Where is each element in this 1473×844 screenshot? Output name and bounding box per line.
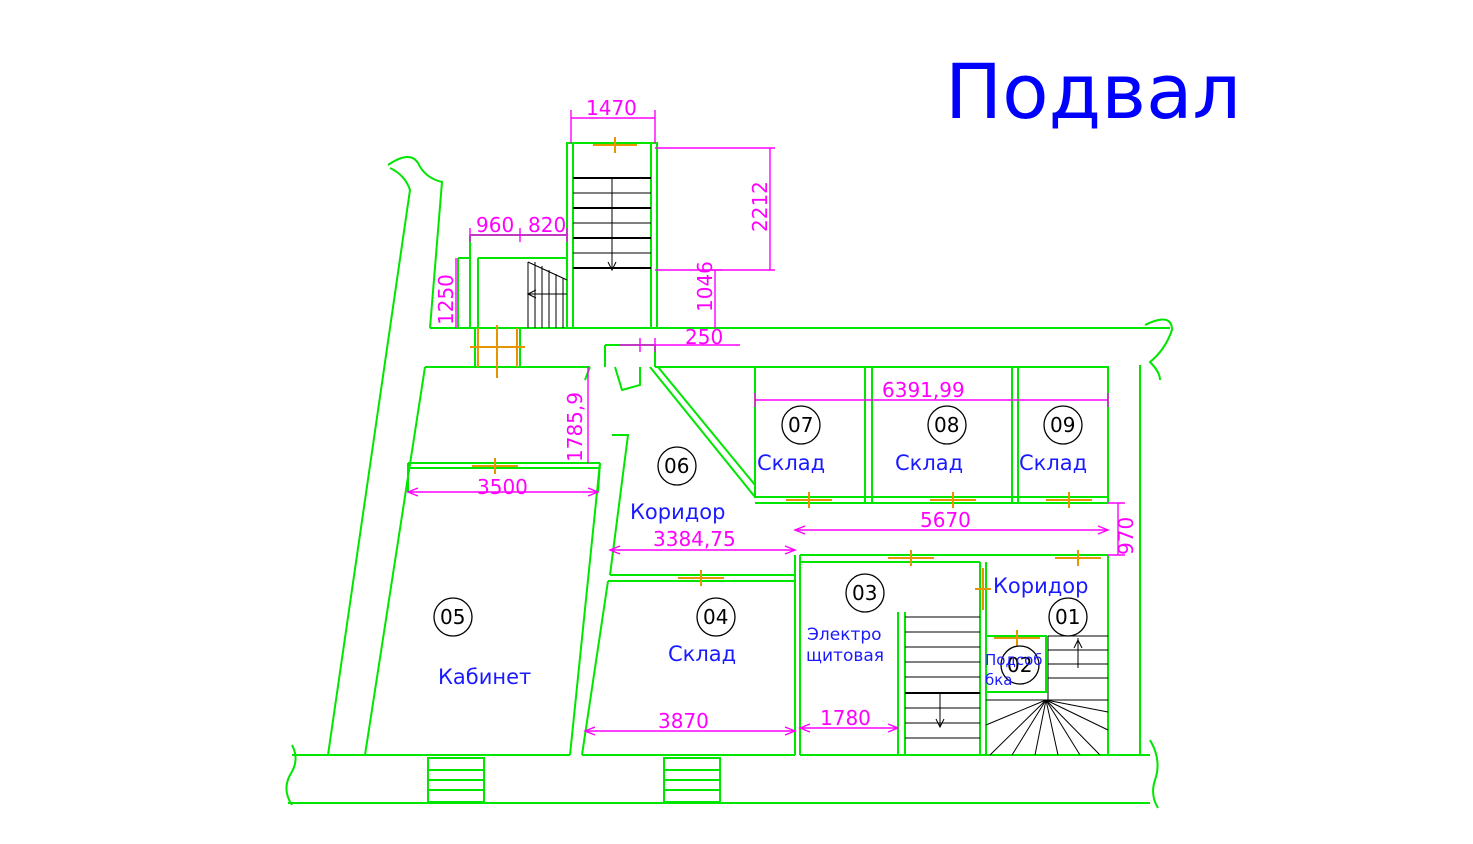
room-label-08: Склад bbox=[895, 451, 963, 475]
dim-970: 970 bbox=[1114, 517, 1138, 555]
dim-5670: 5670 bbox=[920, 508, 971, 532]
room-label-05: Кабинет bbox=[438, 665, 531, 689]
dim-250: 250 bbox=[685, 325, 723, 349]
dim-1046: 1046 bbox=[693, 261, 717, 312]
room-label-06: Коридор bbox=[630, 500, 725, 524]
dim-960: 960 bbox=[476, 213, 514, 237]
dim-2212: 2212 bbox=[748, 181, 772, 232]
dim-6391: 6391,99 bbox=[882, 378, 965, 402]
room-num-04: 04 bbox=[703, 605, 728, 629]
room-num-08: 08 bbox=[934, 413, 959, 437]
room-num-06: 06 bbox=[664, 454, 689, 478]
room-label-02-line2: бка bbox=[985, 671, 1013, 689]
room-label-04: Склад bbox=[668, 642, 736, 666]
room-num-05: 05 bbox=[440, 605, 465, 629]
stairs bbox=[526, 177, 1109, 756]
doors bbox=[470, 137, 1101, 646]
dim-820: 820 bbox=[528, 213, 566, 237]
room-num-03: 03 bbox=[852, 581, 877, 605]
room-label-09: Склад bbox=[1019, 451, 1087, 475]
room-num-01: 01 bbox=[1055, 605, 1080, 629]
dim-1250: 1250 bbox=[434, 274, 458, 325]
room-label-03-line1: Электро bbox=[807, 625, 882, 645]
dim-1780: 1780 bbox=[820, 706, 871, 730]
room-label-01: Коридор bbox=[993, 574, 1088, 598]
dimension-labels: 1470 2212 960 820 1250 1046 250 1785,9 6… bbox=[434, 96, 1138, 733]
room-num-09: 09 bbox=[1050, 413, 1075, 437]
room-label-02-line1: Подсоб bbox=[985, 651, 1043, 669]
dim-1785: 1785,9 bbox=[563, 392, 587, 462]
dim-1470: 1470 bbox=[586, 96, 637, 120]
dim-3870: 3870 bbox=[658, 709, 709, 733]
dim-3384: 3384,75 bbox=[653, 527, 736, 551]
dim-3500: 3500 bbox=[477, 475, 528, 499]
room-num-02: 02 bbox=[1007, 653, 1032, 677]
room-label-03-line2: щитовая bbox=[806, 646, 884, 666]
room-numbers: 01 02 03 04 05 06 07 08 09 bbox=[433, 405, 1088, 685]
room-num-07: 07 bbox=[788, 413, 813, 437]
dimension-lines bbox=[406, 110, 1125, 736]
walls bbox=[285, 142, 1174, 809]
room-labels: Коридор Подсоб бка Электро щитовая Склад… bbox=[438, 451, 1088, 689]
room-label-07: Склад bbox=[757, 451, 825, 475]
plan-title: Подвал bbox=[945, 47, 1241, 136]
